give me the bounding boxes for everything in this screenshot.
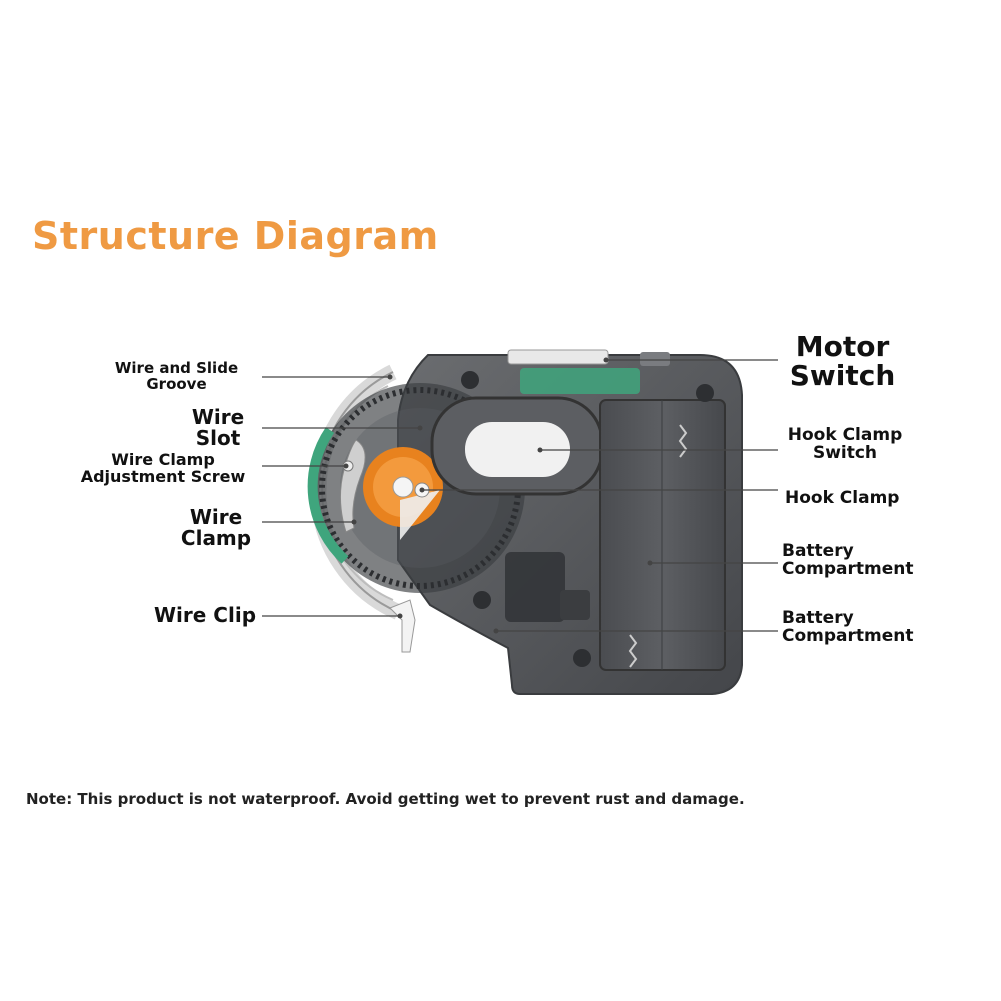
wire-clip	[389, 599, 416, 653]
diagram-title: Structure Diagram	[32, 214, 439, 258]
motor-switch-strip	[507, 349, 609, 365]
label-battery-compartment-1: Battery Compartment	[782, 541, 914, 579]
label-hook-clamp: Hook Clamp	[785, 488, 900, 508]
label-wire-slide-groove: Wire and Slide Groove	[114, 359, 239, 393]
label-wire-clamp: Wire Clamp	[180, 505, 252, 550]
label-hook-clamp-switch: Hook Clamp Switch	[787, 425, 903, 463]
battery-compartment	[599, 399, 726, 671]
waterproof-note: Note: This product is not waterproof. Av…	[26, 790, 745, 808]
leader-lines	[262, 359, 778, 632]
label-wire-clip: Wire Clip	[154, 603, 257, 627]
label-wire-slot: Wire Slot	[191, 405, 245, 450]
label-battery-compartment-2: Battery Compartment	[782, 608, 914, 646]
label-wire-clamp-screw: Wire Clamp Adjustment Screw	[80, 450, 246, 486]
label-motor-switch: Motor Switch	[789, 330, 896, 392]
